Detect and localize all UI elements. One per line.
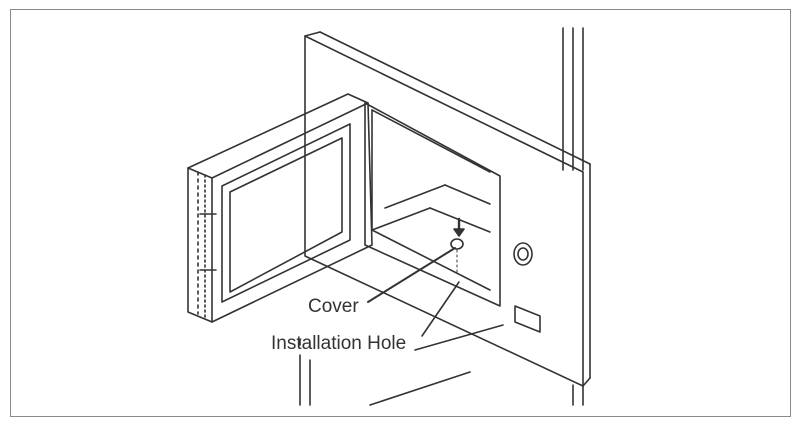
installation-hole-marker xyxy=(450,217,465,276)
cabinet-lines xyxy=(299,27,584,406)
panel-frame xyxy=(304,31,591,387)
oven-cavity xyxy=(364,102,501,307)
hole-leader-line xyxy=(421,281,460,337)
control-panel xyxy=(513,242,541,333)
microwave-door xyxy=(187,93,373,323)
installation-hole-label: Installation Hole xyxy=(271,333,407,354)
figure-frame xyxy=(10,9,791,417)
cover-leader-line xyxy=(367,247,456,303)
cover-label: Cover xyxy=(308,296,359,317)
